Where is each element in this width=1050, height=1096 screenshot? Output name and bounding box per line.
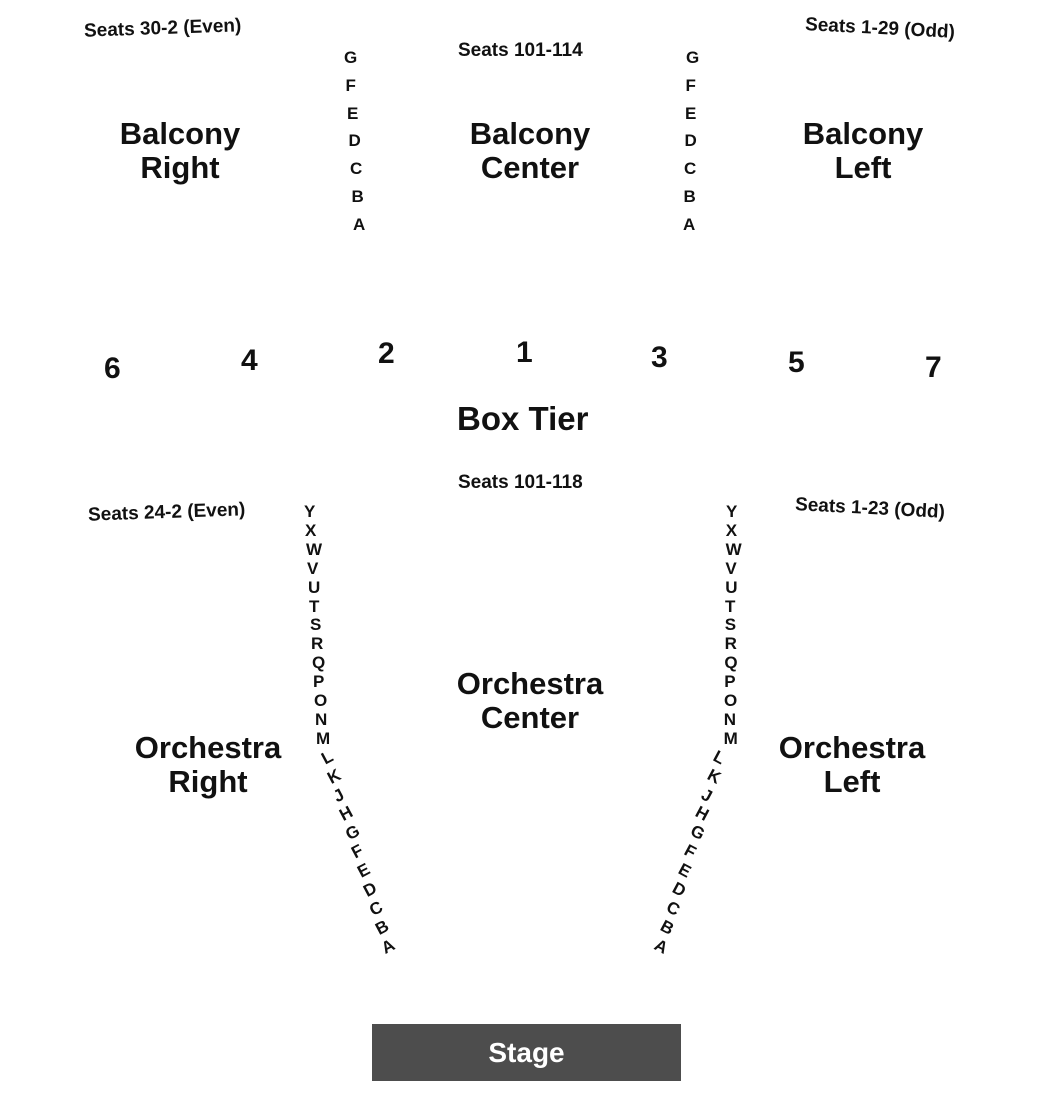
orchestra-row-label: U [308,577,321,597]
balcony-left-line1: Balcony [802,116,924,151]
balcony-row-label: C [350,159,363,179]
balcony-row-label: A [683,214,696,234]
balcony-right-line1: Balcony [119,116,241,151]
balcony-row-label: F [685,75,696,95]
orchestra-center-section[interactable]: Orchestra Center [400,667,660,735]
box-5[interactable]: 5 [788,346,805,379]
balcony-row-label: G [344,48,358,67]
orchestra-row-label: V [307,558,319,578]
orchestra-row-label: N [723,709,737,729]
orchestra-row-label: T [309,596,320,616]
balcony-row-label: G [686,48,700,67]
orchestra-row-label: Q [724,653,738,673]
orchestra-row-label: K [704,764,725,788]
balcony-row-label: C [684,159,697,179]
balcony-row-label: E [685,103,697,123]
orchestra-row-label: G [342,821,363,845]
balcony-right-seats-label: Seats 30-2 (Even) [83,15,242,42]
orchestra-row-label: R [724,634,737,654]
orchestra-row-label: O [724,691,738,710]
orchestra-row-label: V [725,558,737,578]
orchestra-row-label: R [311,634,324,654]
orchestra-row-label: A [378,934,399,958]
orchestra-row-label: S [310,615,322,635]
stage-label: Stage [488,1036,565,1068]
orchestra-left-line1: Orchestra [778,730,926,765]
orchestra-right-line2: Right [168,764,248,799]
box-4[interactable]: 4 [241,344,258,377]
orchestra-row-label: U [725,577,738,597]
orchestra-row-label: N [315,709,328,729]
orchestra-center-line2: Center [480,700,580,735]
orchestra-right-line1: Orchestra [134,730,282,765]
orchestra-row-label: S [724,615,737,635]
orchestra-right-seats-label: Seats 24-2 (Even) [87,499,246,526]
balcony-center-line1: Balcony [469,116,591,151]
orchestra-row-label: M [316,728,331,748]
orchestra-center-seats-label: Seats 101-118 [458,472,583,493]
orchestra-row-label: W [725,539,742,559]
balcony-right-line2: Right [140,150,220,185]
balcony-row-label: A [353,214,366,234]
balcony-left-section[interactable]: Balcony Left [733,117,993,185]
orchestra-row-label: X [725,520,738,540]
balcony-row-label: D [684,131,697,151]
orchestra-row-label: M [723,728,738,748]
balcony-center-seats-label: Seats 101-114 [458,40,583,61]
balcony-left-line2: Left [834,150,892,185]
orchestra-row-label: A [651,934,672,958]
balcony-row-label: B [351,187,364,206]
orchestra-center-line1: Orchestra [456,666,604,701]
orchestra-row-label: T [725,596,736,616]
balcony-center-line2: Center [480,150,580,185]
orchestra-row-label: X [305,520,317,540]
box-1[interactable]: 1 [516,336,533,369]
box-tier-title[interactable]: Box Tier [457,400,589,437]
balcony-row-label: D [348,131,361,151]
orchestra-row-label: P [724,672,736,692]
balcony-row-label: F [345,75,356,95]
orchestra-left-section[interactable]: Orchestra Left [722,731,982,799]
orchestra-row-label: Y [726,502,738,521]
balcony-row-label: B [683,187,696,206]
orchestra-row-label: Q [312,653,326,673]
orchestra-row-label: P [313,672,325,692]
orchestra-right-section[interactable]: Orchestra Right [78,731,338,799]
box-7[interactable]: 7 [925,351,942,384]
stage: Stage [372,1024,681,1081]
orchestra-left-line2: Left [823,764,881,799]
balcony-right-section[interactable]: Balcony Right [50,117,310,185]
orchestra-row-label: J [330,784,348,806]
box-3[interactable]: 3 [651,341,668,374]
orchestra-left-seats-label: Seats 1-23 (Odd) [794,494,946,523]
box-6[interactable]: 6 [104,352,121,385]
box-2[interactable]: 2 [378,337,395,370]
balcony-row-label: E [347,103,359,123]
orchestra-row-label: Y [304,502,316,521]
balcony-center-section[interactable]: Balcony Center [400,117,660,185]
balcony-left-seats-label: Seats 1-29 (Odd) [804,14,956,43]
orchestra-row-label: O [314,691,328,710]
orchestra-row-label: W [306,539,323,559]
